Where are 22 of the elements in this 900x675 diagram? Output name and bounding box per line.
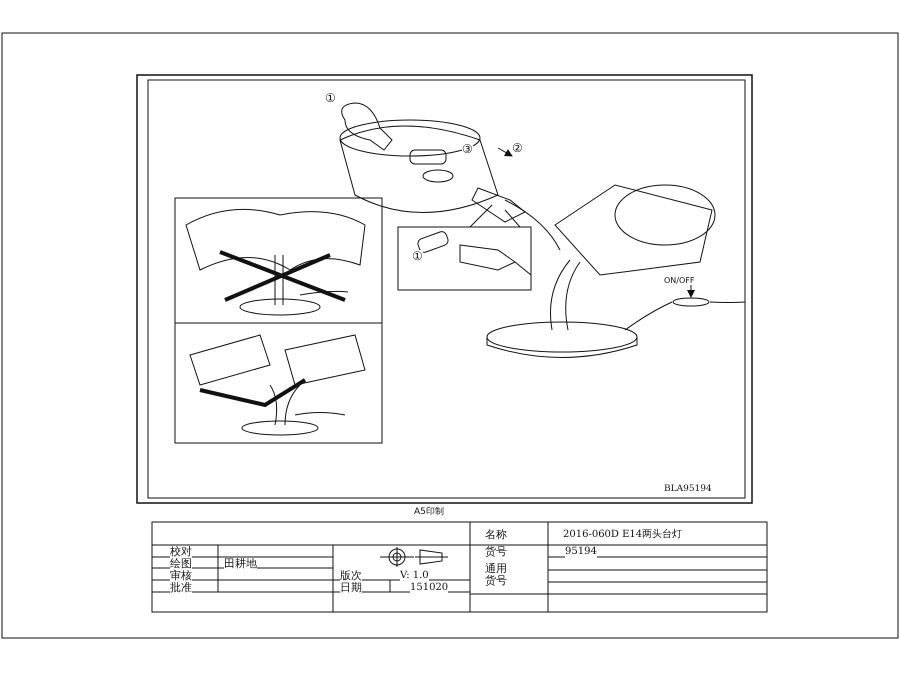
field-value: V: 1.0: [400, 570, 429, 582]
arrow: [687, 284, 695, 298]
callout-number: ②: [512, 142, 523, 154]
callout-number: ③: [462, 143, 473, 155]
callout-number: ①: [325, 92, 336, 104]
field-label: 绘图: [170, 558, 192, 570]
field-value: 95194: [565, 546, 597, 558]
field-value: 田耕地: [224, 558, 257, 570]
field-value: 2016-060D E14两头台灯: [563, 529, 682, 541]
field-value: 151020: [410, 582, 448, 594]
field-label: 版次: [340, 570, 362, 582]
callout-number: ①: [412, 250, 423, 262]
field-label: 校对: [170, 546, 192, 558]
field-label: 通用货号: [485, 563, 509, 587]
field-label: 货号: [485, 546, 507, 558]
switch-icon: [672, 298, 710, 306]
field-label: 日期: [340, 582, 362, 594]
print-note: A5印制: [414, 506, 444, 518]
switch-label: ON/OFF: [664, 275, 694, 287]
field-label: 审核: [170, 570, 192, 582]
field-label: 名称: [485, 529, 507, 541]
field-label: 批准: [170, 582, 192, 594]
